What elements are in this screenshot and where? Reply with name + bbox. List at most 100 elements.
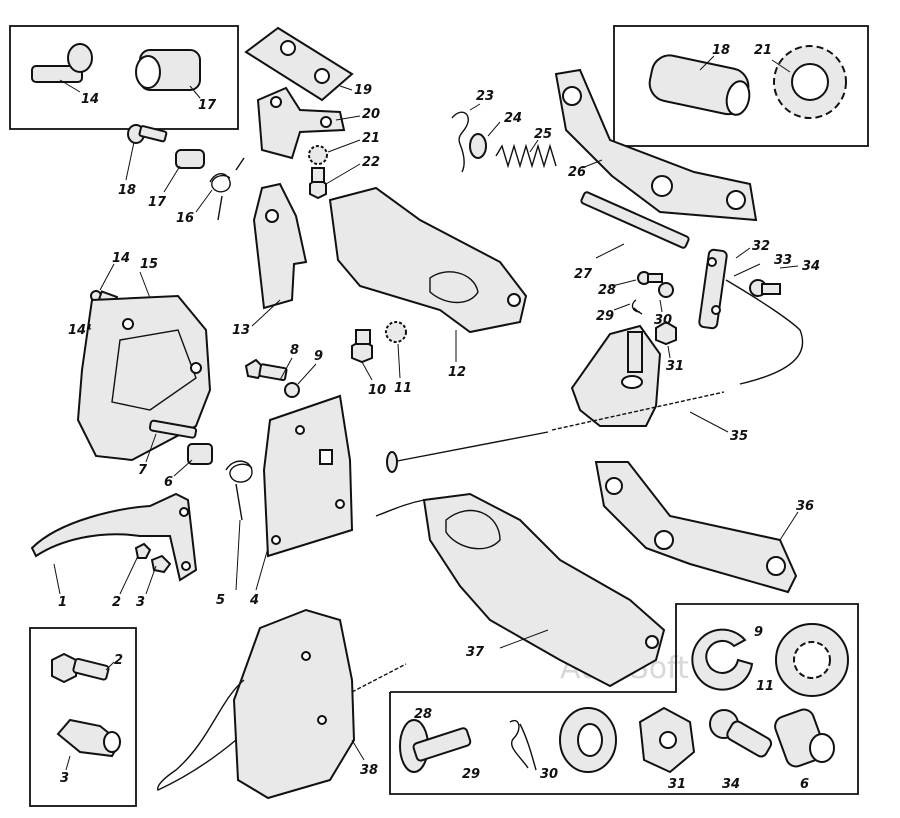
housing-38 — [157, 608, 407, 800]
callout-31: 31 — [666, 359, 684, 374]
callout-32: 32 — [752, 239, 770, 254]
callout-25: 25 — [534, 127, 552, 142]
bolt-14-inset — [31, 43, 93, 93]
bolt-34 — [749, 279, 781, 297]
inset-top-left — [9, 25, 239, 130]
callout-14-1: 14¹ — [68, 323, 92, 338]
bracket-35-base — [570, 324, 662, 427]
pin-28-inset — [399, 719, 472, 773]
clip-29-inset — [509, 719, 537, 771]
callout-18-inset: 18 — [712, 43, 730, 58]
lock-washer-11-inset — [775, 623, 849, 697]
washer-30-inset — [559, 707, 617, 773]
callout-5: 5 — [216, 593, 225, 608]
callout-6: 6 — [164, 475, 173, 490]
cotter-pin-23 — [451, 111, 469, 173]
cable-35 — [386, 391, 725, 473]
callout-31-inset: 31 — [668, 777, 686, 792]
callout-13: 13 — [232, 323, 250, 338]
washer-21 — [308, 145, 328, 165]
cable-33 — [725, 279, 804, 385]
callout-29: 29 — [596, 309, 614, 324]
callout-3-inset: 3 — [60, 771, 69, 786]
callout-38: 38 — [360, 763, 378, 778]
pin-7 — [148, 419, 198, 439]
callout-23: 23 — [476, 89, 494, 104]
bolt-18 — [127, 124, 168, 144]
callout-12: 12 — [448, 365, 466, 380]
lock-washer-21-inset — [771, 45, 847, 119]
callout-19: 19 — [354, 83, 372, 98]
callout-28: 28 — [598, 283, 616, 298]
bushing-6-inset — [774, 708, 835, 768]
callout-1: 1 — [58, 595, 67, 610]
spring-25 — [495, 143, 557, 169]
callout-11: 11 — [394, 381, 412, 396]
spring-5 — [225, 460, 253, 521]
nut-3 — [150, 554, 172, 574]
leader-lines — [53, 85, 799, 761]
pedal-housing-37 — [375, 492, 666, 688]
callout-37: 37 — [466, 645, 485, 660]
bushing-18-inset — [648, 54, 751, 116]
pin-28 — [637, 271, 663, 285]
callout-9: 9 — [314, 349, 323, 364]
callout-29-inset: 29 — [462, 767, 480, 782]
castle-nut-31-inset — [638, 706, 696, 774]
callout-21: 21 — [362, 131, 380, 146]
callout-6-inset: 6 — [800, 777, 809, 792]
callout-11-inset: 11 — [756, 679, 774, 694]
callout-14: 14 — [112, 251, 130, 266]
spring-16 — [209, 157, 245, 221]
callout-14-inset: 14 — [81, 92, 99, 107]
callout-36: 36 — [796, 499, 814, 514]
housing-15 — [76, 294, 212, 462]
bolt-34-inset — [709, 709, 773, 758]
lever-32 — [698, 248, 728, 330]
callout-22: 22 — [362, 155, 380, 170]
callout-33: 33 — [774, 253, 792, 268]
washer-9 — [284, 382, 300, 398]
snap-ring-9-inset — [691, 628, 754, 691]
callout-34-inset: 34 — [722, 777, 740, 792]
clip-29 — [631, 299, 643, 315]
callout-15: 15 — [140, 257, 158, 272]
callout-24: 24 — [504, 111, 522, 126]
callout-8: 8 — [290, 343, 299, 358]
bracket-19 — [244, 26, 354, 102]
callout-20: 20 — [362, 107, 380, 122]
lever-13 — [252, 182, 308, 310]
callout-30: 30 — [654, 313, 672, 328]
washer-30 — [658, 282, 674, 298]
bushing-6 — [187, 443, 213, 465]
callout-27: 27 — [574, 267, 593, 282]
callout-21-inset: 21 — [754, 43, 772, 58]
plate-4 — [262, 394, 354, 558]
inset-top-right — [613, 25, 869, 147]
bolt-8 — [244, 358, 288, 382]
inset-bottom-left — [29, 627, 137, 807]
bracket-26 — [554, 68, 758, 222]
washer-11 — [385, 321, 407, 343]
rod-27 — [580, 191, 690, 249]
callout-3: 3 — [136, 595, 145, 610]
callout-18: 18 — [118, 183, 136, 198]
callout-10: 10 — [368, 383, 386, 398]
lever-1 — [30, 492, 198, 582]
bracket-20 — [256, 86, 346, 160]
callout-26: 26 — [568, 165, 586, 180]
bracket-36 — [594, 461, 798, 594]
bushing-17 — [175, 149, 205, 169]
callout-16: 16 — [176, 211, 194, 226]
nut-3-inset — [56, 718, 122, 771]
callout-2: 2 — [112, 595, 121, 610]
callout-17-inset: 17 — [198, 98, 217, 113]
bolt-2 — [134, 542, 152, 559]
callout-28-inset: 28 — [414, 707, 432, 722]
pedal-housing-12 — [328, 186, 528, 334]
callout-7: 7 — [138, 463, 148, 478]
callout-4: 4 — [249, 593, 259, 608]
nut-31 — [655, 320, 677, 346]
washer-24 — [469, 133, 487, 159]
